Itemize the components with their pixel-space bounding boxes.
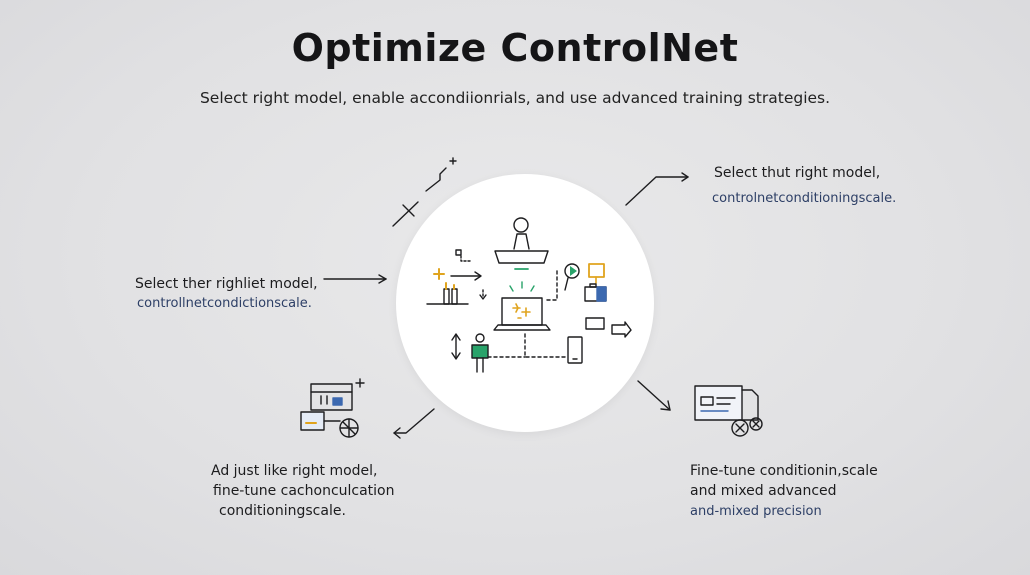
plus-icon	[433, 268, 445, 280]
central-circle	[396, 174, 654, 432]
label-left-line2: controllnetcondictionscale.	[137, 296, 312, 311]
label-bottom-left-line1: Ad just like right model,	[211, 463, 378, 479]
document-cancel-icon	[694, 385, 763, 437]
box-arrow-icon	[585, 317, 632, 338]
frame-icon	[588, 263, 605, 284]
updown-arrow-icon	[451, 333, 461, 360]
standing-person-icon	[471, 333, 489, 373]
arrow-to-bottom-right	[637, 380, 671, 411]
machine-gear-icon	[300, 378, 365, 438]
arrow-right-icon	[450, 271, 487, 300]
dashed-connectors	[487, 270, 569, 358]
label-left: Select ther righliet model, controllnetc…	[135, 274, 318, 314]
label-bottom-left-line3: conditioningscale.	[219, 503, 346, 519]
label-bottom-right: Fine-tune conditionin,scale and mixed ad…	[690, 461, 878, 522]
arrow-to-top-right	[625, 172, 689, 206]
expand-arrows-icon	[392, 157, 457, 227]
label-bottom-left-line2: fine-tune cachonculcation	[213, 483, 395, 499]
person-on-platform-icon	[494, 217, 549, 270]
arrow-to-left	[323, 274, 387, 284]
bar-chart-icon	[426, 282, 469, 305]
square-arrow-icon	[455, 249, 471, 262]
arrow-to-bottom-left	[393, 408, 435, 439]
play-bubble-icon	[564, 263, 580, 291]
label-top-right-line1: Select thut right model,	[714, 165, 881, 181]
phone-icon	[567, 336, 583, 364]
label-left-line1: Select ther righliet model,	[135, 276, 318, 292]
page-subtitle: Select right model, enable accondiionria…	[199, 89, 831, 107]
page-title: Optimize ControlNet	[291, 26, 739, 70]
label-bottom-right-line1: Fine-tune conditionin,scale	[690, 463, 878, 479]
label-top-right-line2: controlnetconditioningscale.	[712, 191, 897, 206]
label-bottom-left: Ad just like right model, fine-tune cach…	[211, 461, 395, 521]
label-top-right: Select thut right model, controlnetcondi…	[712, 163, 897, 209]
label-bottom-right-line2: and mixed advanced	[690, 483, 837, 499]
label-bottom-right-line3: and-mixed precision	[690, 504, 822, 519]
briefcase-icon	[584, 283, 607, 302]
laptop-sparkle-icon	[493, 281, 551, 331]
